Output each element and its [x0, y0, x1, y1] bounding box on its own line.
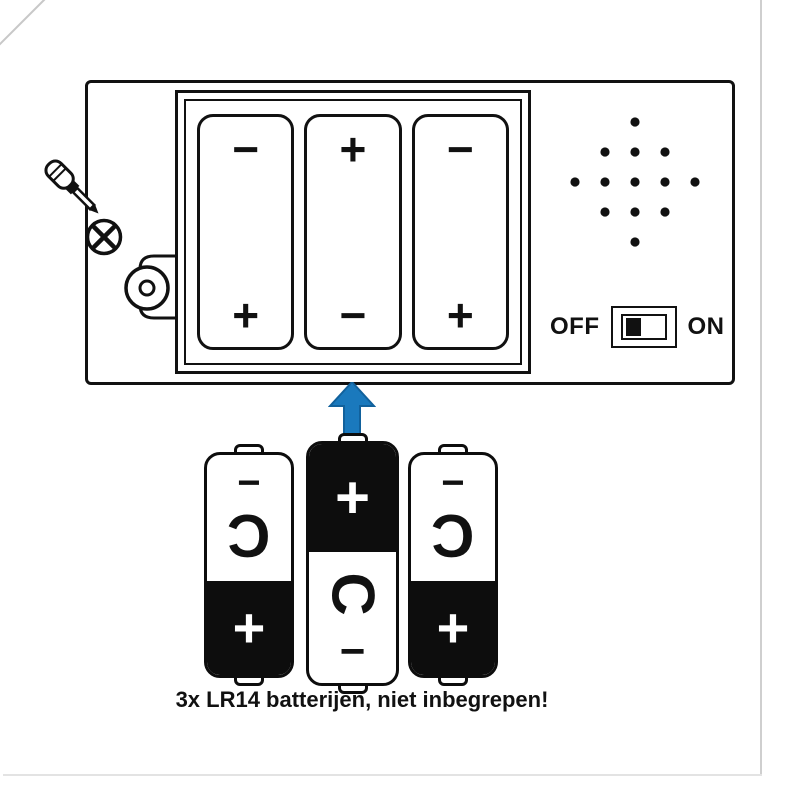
- scan-border-diagonal: [0, 0, 46, 46]
- insert-direction-arrow-icon: [328, 382, 376, 437]
- battery-minus-sign: −: [237, 461, 261, 505]
- battery-plus-sign: +: [436, 596, 470, 659]
- on-label: ON: [687, 313, 725, 340]
- battery-compartment-inner: − + + − − +: [184, 99, 522, 365]
- slot-polarity-bottom: +: [446, 289, 474, 341]
- battery-body: − C +: [408, 452, 498, 678]
- battery-top-section: − C: [411, 455, 495, 581]
- power-switch-row: OFF ON: [550, 305, 725, 349]
- phillips-screw-icon: [85, 218, 123, 256]
- device-back-panel: − + + − − +: [85, 80, 735, 385]
- battery-plus-sign: +: [232, 596, 266, 659]
- battery-body: + C −: [306, 441, 399, 686]
- battery-body: − C +: [204, 452, 294, 678]
- power-switch-track: [620, 314, 667, 340]
- battery-bottom-section: +: [411, 581, 495, 675]
- battery-bottom-section: C −: [309, 552, 396, 683]
- battery-size-label: C: [227, 502, 271, 569]
- battery-slot-1: − +: [197, 114, 295, 350]
- battery-c-cell-1: − C +: [204, 444, 294, 686]
- battery-minus-sign: −: [339, 626, 366, 676]
- arrow-shape: [328, 382, 376, 437]
- switch-knob: [625, 318, 641, 336]
- scan-border-right: [760, 0, 762, 776]
- battery-bottom-section: +: [207, 581, 291, 675]
- slot-polarity-top: +: [339, 123, 367, 175]
- battery-compartment: − + + − − +: [175, 90, 531, 374]
- battery-c-cell-3: − C +: [408, 444, 498, 686]
- scan-border-bottom: [3, 774, 762, 776]
- off-label: OFF: [550, 313, 600, 340]
- battery-plus-sign: +: [334, 464, 371, 531]
- screw-hole-icon: [124, 265, 170, 311]
- battery-minus-sign: −: [441, 461, 465, 505]
- slot-polarity-top: −: [232, 123, 260, 175]
- battery-slot-2: + −: [304, 114, 402, 350]
- compartment-lock-detail: [44, 159, 175, 320]
- slot-polarity-bottom: −: [339, 289, 367, 341]
- slot-polarity-bottom: +: [232, 289, 260, 341]
- battery-slot-3: − +: [411, 114, 509, 350]
- battery-top-section: − C: [207, 455, 291, 581]
- battery-size-label: C: [431, 502, 475, 569]
- power-switch: [610, 306, 677, 348]
- speaker-grille-icon: [570, 117, 700, 247]
- battery-c-cell-2: + C −: [306, 433, 399, 694]
- screwdriver-icon: [44, 159, 99, 214]
- slot-polarity-top: −: [446, 123, 474, 175]
- battery-top-section: +: [309, 444, 396, 552]
- battery-size-label: C: [319, 571, 387, 616]
